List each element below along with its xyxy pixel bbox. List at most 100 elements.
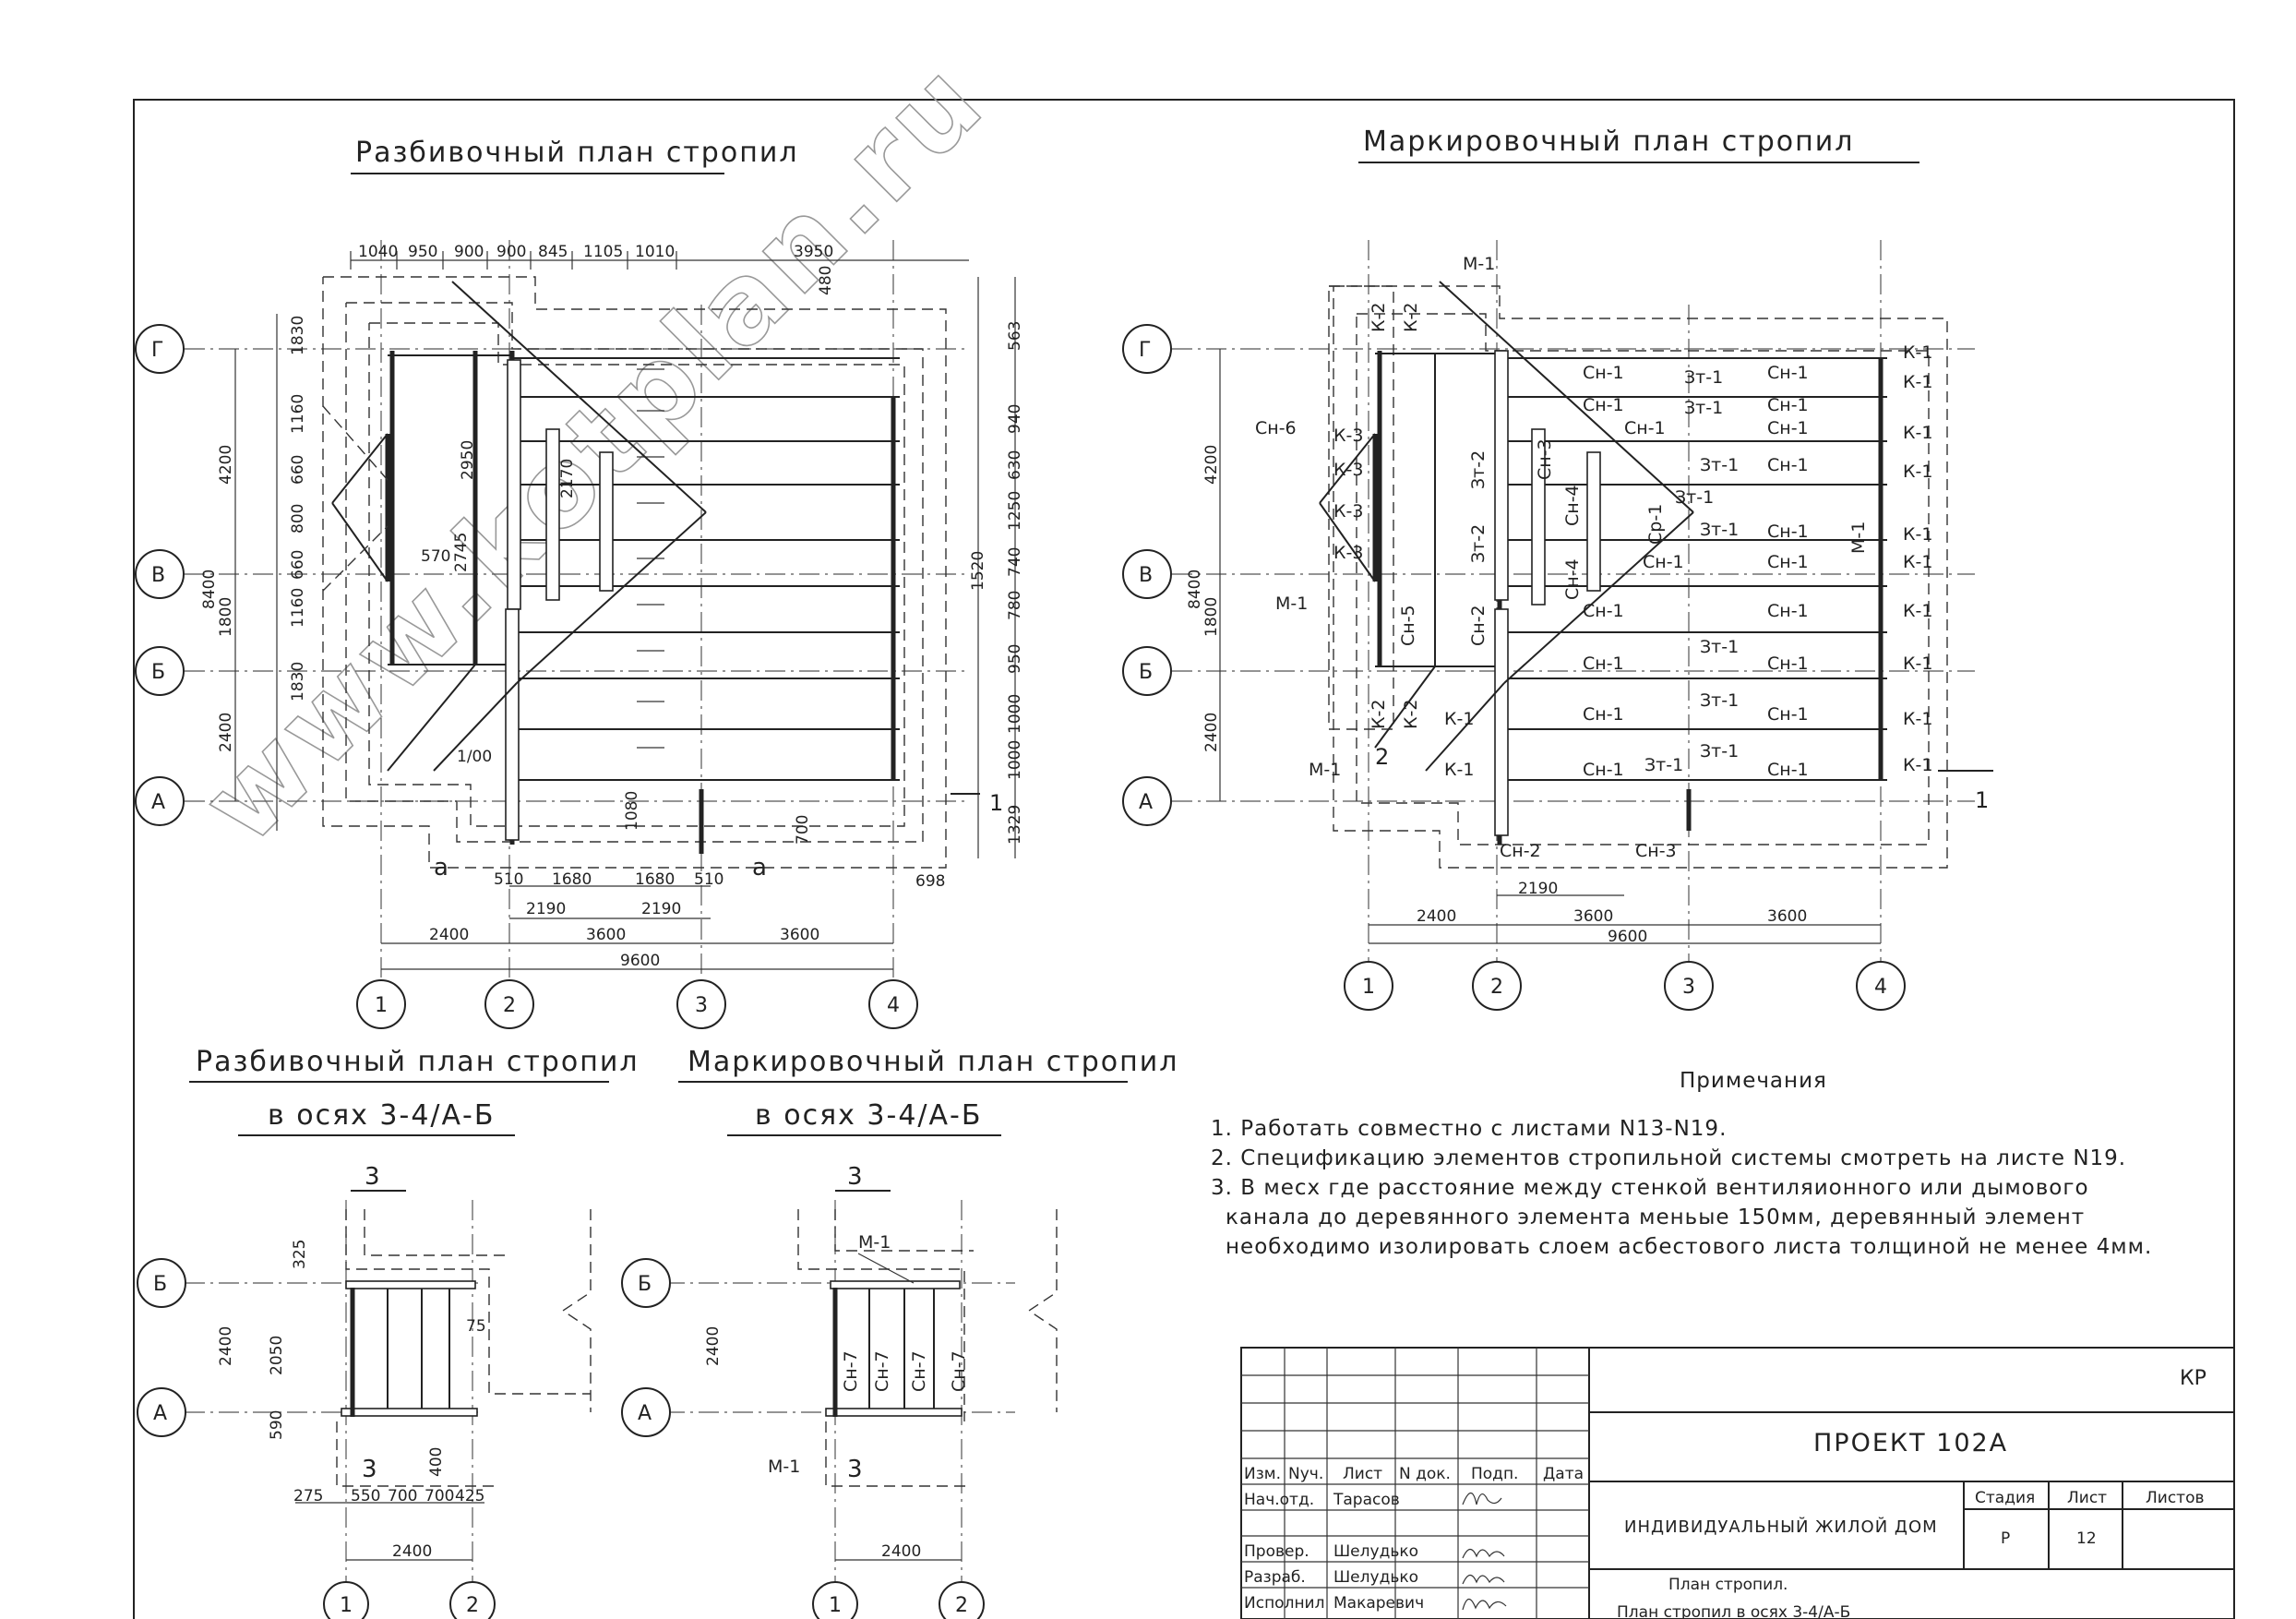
tb-col-ndok: N док. [1399,1465,1451,1483]
small-right-axis-b: Б [638,1273,652,1296]
note-item-3: 3. В месх где расстояние между стенкой в… [1211,1176,2089,1200]
tb-col-izm: Изм. [1244,1465,1281,1483]
left-inner-dim-1: 1830 [289,316,307,355]
right-axis-1: 1 [1362,976,1375,999]
right-dim-total: 8400 [1186,570,1204,609]
small-left-dim-275: 275 [293,1487,323,1505]
right-sn2-v: Сн-2 [1468,605,1489,646]
left-right-dim-8: 1000 [1006,694,1024,734]
small-left-dim-2050: 2050 [268,1336,286,1375]
left-top-dim-1: 1040 [358,243,398,261]
signature-2 [1462,1548,1505,1559]
right-mark-m1-bottom: М-1 [1309,760,1341,780]
right-mark-sn2: Сн-2 [1500,841,1541,861]
small-right-mark-m1-top: М-1 [858,1232,891,1253]
right-zt2-1: Зт-2 [1468,450,1489,489]
right-sn1-2: Сн-1 [1583,395,1624,415]
left-misc-1-00: 1/00 [457,748,492,766]
right-k1-column: К-1 К-1 К-1 К-1 К-1 К-1 К-1 К-1 К-1 К-1 … [1444,342,1932,780]
small-left-section-bottom: 3 [362,1456,377,1483]
left-right-dim-10: 1329 [1006,805,1024,845]
right-mark-sn6: Сн-6 [1255,418,1297,438]
tb-name-5: Макаревич [1333,1594,1424,1613]
tb-code: КР [2180,1367,2206,1390]
right-sn4-1: Сн-4 [1562,485,1583,526]
tb-role-4: Разраб. [1244,1568,1306,1587]
left-misc-480: 480 [817,266,835,295]
right-k2-2: К-2 [1401,303,1421,332]
small-right-section-bottom: 3 [847,1456,863,1483]
small-left-dim-325: 325 [291,1240,309,1269]
left-bottom-dim-1680b: 1680 [635,870,675,889]
right-zt1-9: Зт-1 [1644,755,1683,775]
tb-name-1: Тарасов [1333,1491,1400,1509]
right-bottom-dim-2190: 2190 [1518,880,1558,898]
small-right-title-1: Маркировочный план стропил [688,1046,1178,1078]
left-plan-title: Разбивочный план стропил [355,137,799,169]
right-sn1-7: Сн-1 [1767,455,1809,475]
right-sn1-12: Сн-1 [1767,601,1809,621]
small-right-axis-a: А [638,1402,652,1425]
right-sn1-1: Сн-1 [1583,363,1624,383]
left-bottom-dim-total: 9600 [620,952,660,970]
right-zt1-4: Зт-1 [1675,487,1714,508]
small-left-axis-1: 1 [340,1594,353,1617]
right-k1-3: К-1 [1903,423,1932,443]
left-axis-a: А [151,791,165,814]
right-sn1-13: Сн-1 [1583,654,1624,674]
right-sn1-4: Сн-1 [1767,363,1809,383]
left-axis-1: 1 [375,994,388,1017]
right-k2-1: К-2 [1369,303,1389,332]
right-bottom-dim-total: 9600 [1608,928,1647,946]
left-misc-2745: 2745 [452,533,471,572]
right-sn1-15: Сн-1 [1583,704,1624,725]
right-plan-title: Маркировочный план стропил [1363,126,1854,158]
left-misc-2170: 2170 [558,459,577,498]
right-k3-2: К-3 [1333,460,1363,480]
left-inner-dim-3: 660 [289,455,307,485]
right-k1-9: К-1 [1903,709,1932,729]
right-bottom-dim-3600b: 3600 [1767,907,1807,926]
left-right-dim-2: 940 [1006,404,1024,434]
left-misc-a-2: a [752,854,767,881]
right-axis-b: Б [1139,661,1153,684]
right-axis-g: Г [1139,339,1151,362]
left-bottom-dim-2400: 2400 [429,926,469,944]
tb-col-podp: Подп. [1471,1465,1518,1483]
tb-col-nuch: Nуч. [1288,1465,1323,1483]
left-right-dim-6: 780 [1006,591,1024,620]
tb-drawing-title-2: План стропил в осях 3-4/А-Б [1617,1603,1850,1619]
small-left-dim-425: 425 [455,1487,484,1505]
small-left-axis-a: А [153,1402,167,1425]
left-inner-dim-4: 800 [289,504,307,534]
left-inner-dim-2: 1160 [289,394,307,434]
left-axis-2: 2 [503,994,516,1017]
left-bottom-dim-2190b: 2190 [641,900,681,918]
left-right-dim-9: 1000 [1006,740,1024,780]
small-left-dim-400: 400 [427,1447,446,1477]
right-sn1-5: Сн-1 [1767,395,1809,415]
right-sn1-16: Сн-1 [1767,704,1809,725]
tb-project: ПРОЕКТ 102А [1813,1429,2008,1457]
tb-building: ИНДИВИДУАЛЬНЫЙ ЖИЛОЙ ДОМ [1624,1517,1938,1537]
small-left-dim-75: 75 [466,1317,486,1336]
small-right-sn7-2: Сн-7 [872,1350,892,1392]
right-bottom-dim-3600a: 3600 [1573,907,1613,926]
left-dim-4200: 4200 [217,445,235,485]
small-right-sn7-1: Сн-7 [841,1350,861,1392]
right-sn1-18: Сн-1 [1767,760,1809,780]
tb-col-list: Лист [1343,1465,1382,1483]
right-axis-2: 2 [1490,976,1503,999]
small-left-dim-590: 590 [268,1410,286,1440]
left-bottom-dim-1680a: 1680 [552,870,592,889]
left-bottom-dim-510a: 510 [494,870,523,889]
right-sn1-14: Сн-1 [1767,654,1809,674]
signature-4 [1462,1598,1507,1611]
notes-title: Примечания [1680,1069,1827,1093]
right-k1-4: К-1 [1903,462,1932,482]
right-bottom-dim-2400: 2400 [1417,907,1456,926]
right-sn1-8: Сн-1 [1643,552,1684,572]
right-zt1-1: Зт-1 [1684,367,1723,388]
left-right-dim-3: 630 [1006,450,1024,480]
right-dim-4200: 4200 [1202,445,1221,485]
